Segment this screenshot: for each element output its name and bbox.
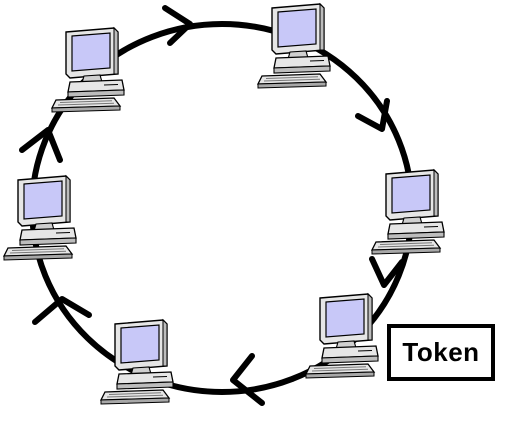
computer-icon bbox=[51, 27, 125, 113]
computer-icon bbox=[3, 175, 77, 261]
arrowheads bbox=[19, 5, 405, 406]
token-label: Token bbox=[402, 337, 480, 367]
arrow-right-icon bbox=[369, 256, 405, 288]
computer-icon bbox=[257, 3, 331, 89]
computer-nodes bbox=[3, 3, 445, 405]
arrow-lower-left-icon bbox=[32, 296, 92, 325]
token-box: Token bbox=[387, 324, 495, 381]
arrow-bottom-icon bbox=[230, 353, 265, 406]
arrow-top-icon bbox=[162, 5, 193, 46]
arrow-upper-right-icon bbox=[355, 98, 390, 132]
computer-icon bbox=[371, 169, 445, 255]
computer-icon bbox=[305, 293, 379, 379]
computer-icon bbox=[100, 319, 174, 405]
arrow-left-icon bbox=[19, 127, 63, 163]
